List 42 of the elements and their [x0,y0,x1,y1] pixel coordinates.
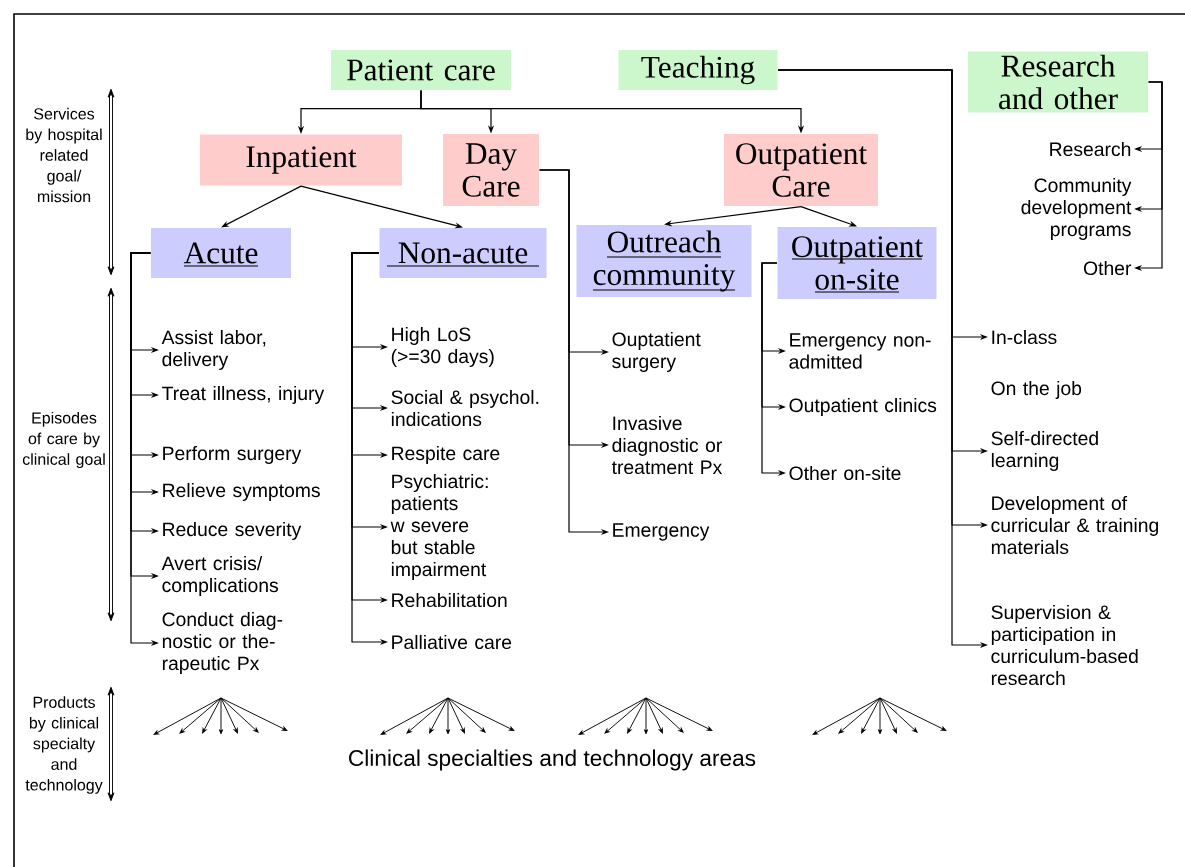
list-item: Community development programs [1021,178,1132,240]
list-item: In-class [992,329,1057,345]
service-box: Teaching [618,50,778,90]
list-item: Ouptatient surgery [612,332,701,372]
list-item: Supervision & participation in curriculum-based research [991,604,1138,686]
care-setting-box: Non-acute [379,228,547,278]
list-item: Palliative care [392,634,512,650]
axis-caption: Clinical specialties and technology areas [349,749,756,771]
list-item: Respite care [392,446,500,464]
row-label: Products by clinical specialty and technology [25,696,103,794]
list-item: Invasive diagnostic or treatment Px [611,415,723,475]
service-box: Research and other [968,51,1148,113]
care-setting-box: Outpatient on-site [777,227,937,299]
care-setting-box: Acute [151,228,291,278]
row-label: Services by hospital related goal/ mission [26,107,102,203]
list-item: Treat illness, injury [162,386,325,404]
list-item: On the job [991,381,1082,399]
arrow [221,185,302,228]
list-item: Self-directed learning [991,431,1098,471]
care-type-box: Outpatient Care [724,134,878,206]
row-label: Episodes of care by clinical goal [22,411,105,469]
list-item: Outpatient clinics [789,398,937,416]
list-item: Other [1083,260,1132,276]
care-type-box: Day Care [443,134,539,206]
list-item: Social & psychol. indications [391,389,539,427]
list-item: Assist labor, delivery [161,330,266,370]
list-item: Relieve symptoms [163,483,320,501]
list-item: Conduct diag- nostic or the- rapeutic Px [162,612,283,674]
list-item: Emergency [613,523,710,541]
list-item: Other on-site [789,465,901,481]
list-item: Rehabilitation [392,592,507,608]
service-box: Patient care [331,50,511,90]
list-item: Emergency non-admitted [789,333,931,369]
list-item: High LoS (>=30 days) [391,327,494,367]
list-item: Reduce severity [163,522,302,540]
care-type-box: Inpatient [200,134,402,186]
list-item: Research [1050,141,1131,157]
list-item: Psychiatric: patients w severe but stable impairment [390,474,488,580]
list-item: Development of curricular & training materials [991,495,1158,555]
list-item: Perform surgery [163,446,302,464]
care-setting-box: Outreach community [576,225,752,297]
list-item: Avert crisis/ complications [161,556,278,596]
